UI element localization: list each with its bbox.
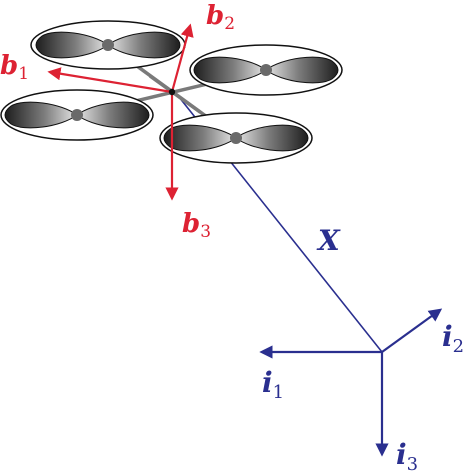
label-b2: b2	[206, 1, 235, 34]
arm-center-overlay	[148, 74, 202, 114]
label-b1: b1	[0, 51, 29, 84]
label-b3: b3	[182, 209, 211, 242]
rotor-hub	[102, 39, 114, 51]
rotor-top-left	[30, 20, 186, 70]
body-axis-b1-arrow	[47, 67, 173, 94]
rotor-hub	[230, 132, 242, 144]
body-origin-dot	[168, 88, 176, 96]
rotor-hub	[71, 109, 83, 121]
body-axis-b2-arrow	[170, 23, 194, 93]
rotor-right	[189, 44, 343, 96]
inertial-frame-labels: i1 i2 i3	[262, 320, 464, 474]
body-frame-labels: b1 b2 b3	[0, 1, 235, 242]
rotor-left	[0, 89, 154, 141]
label-i1: i1	[262, 366, 284, 403]
label-i2: i2	[442, 320, 464, 357]
label-i3: i3	[396, 438, 418, 474]
rotor-hub	[260, 64, 272, 76]
label-position-vector: X	[316, 224, 341, 257]
inertial-axis-i2-arrow	[381, 308, 443, 353]
body-frame-axes	[47, 23, 194, 201]
rotor-bottom	[159, 112, 313, 164]
inertial-frame-axes	[259, 308, 443, 457]
